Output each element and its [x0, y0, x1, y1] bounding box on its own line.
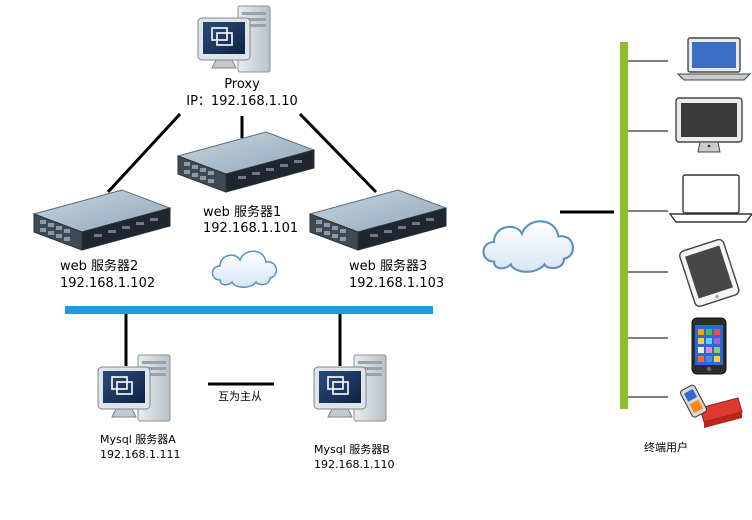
mysqlB-server-icon	[313, 354, 387, 422]
web3-ip: 192.168.1.103	[349, 276, 445, 291]
web1-server-icon	[177, 131, 315, 193]
link-proxy-web2	[106, 112, 182, 194]
imac-icon	[675, 97, 743, 153]
mysqlB-name: Mysql 服务器B	[314, 443, 390, 456]
proxy-name: Proxy	[224, 77, 260, 92]
proxy-server-icon	[197, 5, 271, 73]
web1-ip: 192.168.1.101	[203, 221, 299, 236]
replication-label: 互为主从	[218, 390, 262, 403]
user-taps	[628, 60, 668, 398]
laptop-outline-icon	[668, 174, 752, 223]
mysqlA-server-icon	[97, 354, 171, 422]
mysqlA-ip: 192.168.1.111	[100, 448, 181, 461]
proxy-links	[106, 112, 378, 194]
web2-server-icon	[33, 189, 171, 251]
mysqlA-name: Mysql 服务器A	[100, 433, 176, 446]
tablet-icon	[679, 238, 740, 308]
web1-name: web 服务器1	[203, 205, 282, 220]
web2-ip: 192.168.1.102	[60, 276, 156, 291]
mobile-phone-icon	[679, 384, 743, 428]
web3-server-icon	[309, 189, 447, 251]
link-proxy-web3	[298, 112, 378, 194]
lan-bus	[65, 306, 433, 314]
internet-cloud-icon	[482, 220, 575, 273]
endusers-label: 终端用户	[644, 441, 688, 454]
web3-name: web 服务器3	[349, 259, 428, 274]
web2-name: web 服务器2	[60, 259, 139, 274]
smartphone-icon	[691, 317, 727, 375]
user-bus	[620, 42, 628, 409]
laptop-icon	[676, 37, 752, 81]
proxy-ip: IP：192.168.1.10	[186, 94, 298, 109]
internal-cloud-icon	[211, 250, 278, 289]
mysqlB-ip: 192.168.1.110	[314, 458, 395, 471]
